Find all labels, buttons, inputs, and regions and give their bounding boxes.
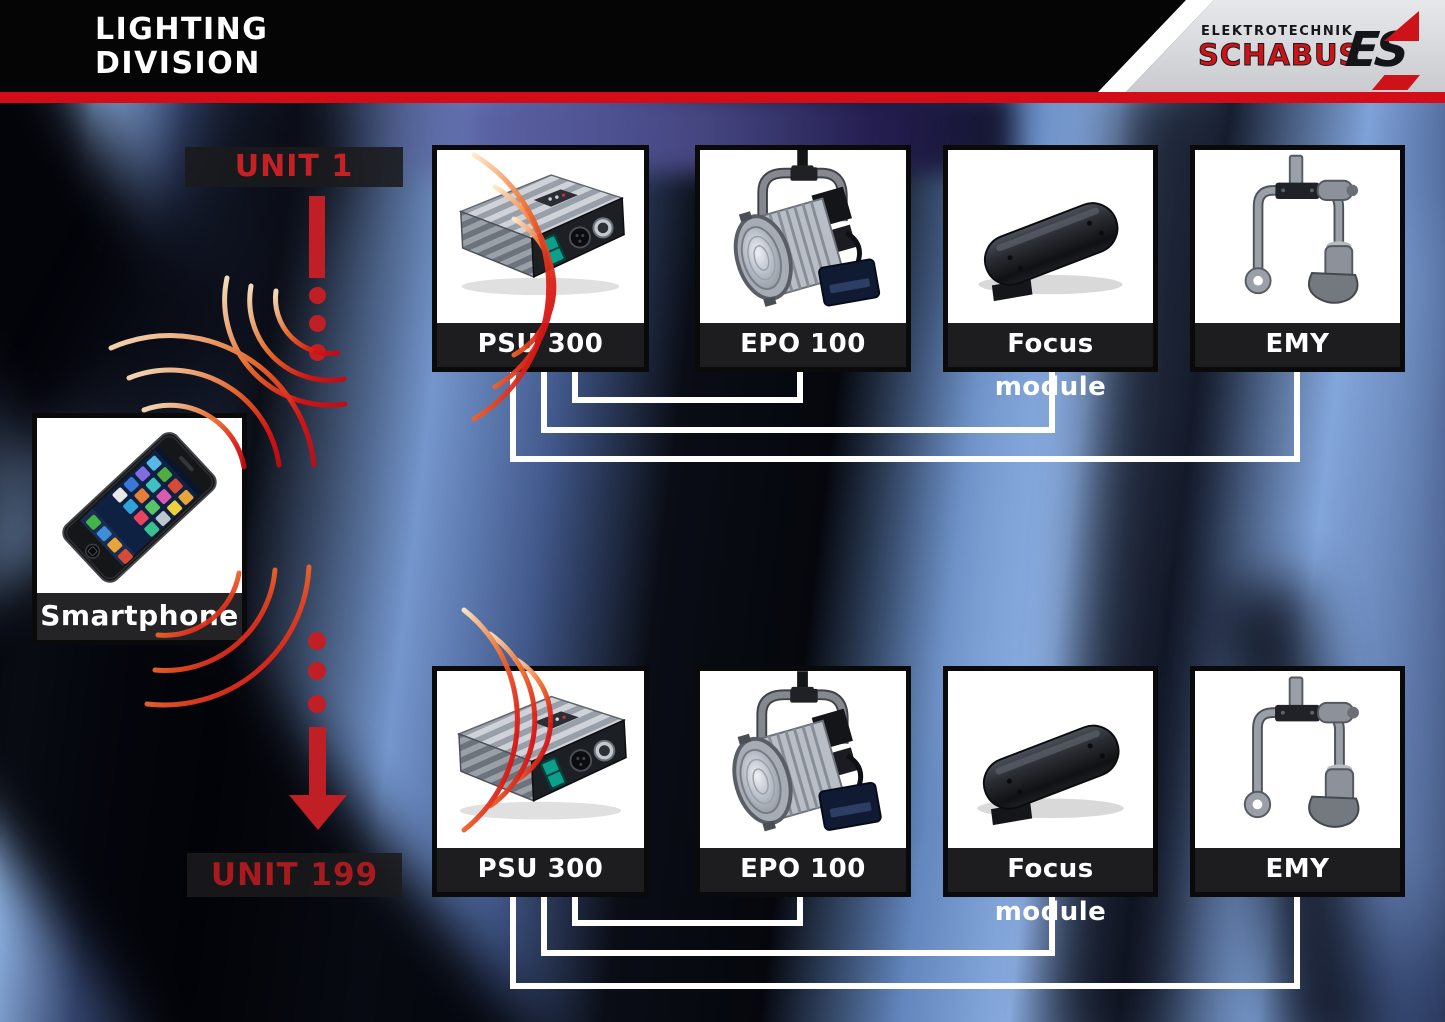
device-box-focus-bottom: Focus module: [943, 666, 1158, 927]
emy-image: [1195, 671, 1400, 848]
psu-300-image: [437, 671, 644, 848]
device-box-epo100-top: EPO 100: [695, 145, 911, 372]
controller-box-smartphone: Smartphone: [32, 413, 247, 645]
controller-caption: Smartphone: [37, 593, 242, 640]
device-caption: Focus module: [948, 848, 1153, 927]
page-header: LIGHTING DIVISION ELEKTROTECHNIK SCHABUS…: [0, 0, 1445, 92]
focus-module-image: [948, 671, 1153, 848]
smartphone-image: [37, 418, 242, 593]
logo-text-schabus: SCHABUS: [1197, 38, 1361, 73]
psu-300-image: [437, 150, 644, 323]
header-red-bar: [0, 92, 1445, 103]
device-box-emy-bottom: EMY: [1190, 666, 1405, 897]
focus-module-image: [948, 150, 1153, 323]
emy-image: [1195, 150, 1400, 323]
flow-arrow-shaft-top: [309, 196, 325, 278]
device-box-epo100-bottom: EPO 100: [695, 666, 911, 897]
device-caption: EPO 100: [700, 323, 906, 367]
device-box-psu300-bottom: PSU 300: [432, 666, 649, 897]
unit-1-label: UNIT 1: [185, 147, 403, 187]
device-caption: EPO 100: [700, 848, 906, 892]
flow-arrow-shaft-bottom: [309, 727, 326, 795]
flow-arrow-head: [289, 795, 347, 830]
device-box-emy-top: EMY: [1190, 145, 1405, 372]
device-caption: Focus module: [948, 323, 1153, 402]
device-caption: PSU 300: [437, 848, 644, 892]
logo-text-elektrotechnik: ELEKTROTECHNIK: [1201, 24, 1354, 39]
device-box-psu300-top: PSU 300: [432, 145, 649, 372]
epo-100-image: [700, 671, 906, 848]
unit-199-label: UNIT 199: [187, 853, 402, 897]
epo-100-image: [700, 150, 906, 323]
logo-red-slash: [1372, 75, 1420, 90]
device-caption: PSU 300: [437, 323, 644, 367]
device-caption: EMY: [1195, 323, 1400, 367]
device-caption: EMY: [1195, 848, 1400, 892]
device-box-focus-top: Focus module: [943, 145, 1158, 402]
page-title: LIGHTING DIVISION: [95, 12, 269, 81]
